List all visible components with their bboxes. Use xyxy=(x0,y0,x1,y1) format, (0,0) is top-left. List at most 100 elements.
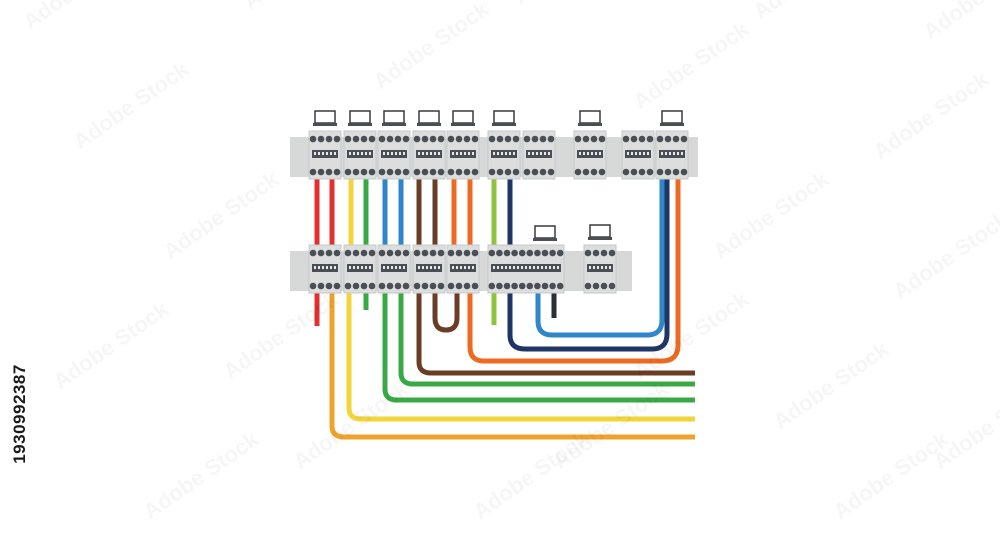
switch-band xyxy=(659,150,685,158)
breaker-bottom-2 xyxy=(343,244,377,294)
terminal-screw xyxy=(488,135,496,143)
switch-tooth xyxy=(472,266,474,269)
breaker-top-5 xyxy=(446,110,480,180)
switch-tooth xyxy=(669,152,671,155)
terminal-screw xyxy=(541,282,549,290)
label-tag-clip xyxy=(533,238,557,241)
terminal-screw xyxy=(518,282,526,290)
terminal-screw xyxy=(590,135,598,143)
terminal-screw xyxy=(547,168,555,176)
terminal-screw xyxy=(664,135,672,143)
switch-tooth xyxy=(399,266,401,269)
terminal-screw xyxy=(512,168,520,176)
switch-band xyxy=(381,264,407,272)
switch-tooth xyxy=(403,266,405,269)
terminal-screw xyxy=(394,282,402,290)
terminal-screw xyxy=(526,282,534,290)
watermark-text: Adobe Stock xyxy=(139,426,264,524)
terminal-screw xyxy=(496,135,504,143)
terminal-screw xyxy=(309,168,317,176)
terminal-screw xyxy=(360,135,368,143)
switch-tooth xyxy=(509,266,511,269)
breaker-top-10 xyxy=(655,110,689,180)
switch-tooth xyxy=(353,152,355,155)
switch-tooth xyxy=(418,152,420,155)
terminal-screw xyxy=(534,249,541,257)
switch-band xyxy=(347,264,373,272)
switch-tooth xyxy=(545,266,547,269)
terminal-screw xyxy=(455,135,463,143)
label-tag-icon xyxy=(661,110,683,124)
terminal-screw xyxy=(496,168,504,176)
terminal-screw xyxy=(437,135,445,143)
switch-tooth xyxy=(464,266,466,269)
switch-tooth xyxy=(681,152,683,155)
terminal-screw xyxy=(333,249,341,257)
terminal-screw xyxy=(386,282,394,290)
wire-brown-loop xyxy=(432,290,460,333)
watermark-text: Adobe Stock xyxy=(709,166,834,264)
switch-band xyxy=(450,264,476,272)
switch-tooth xyxy=(647,152,649,155)
switch-tooth xyxy=(493,152,495,155)
switch-tooth xyxy=(468,152,470,155)
switch-band xyxy=(587,264,613,272)
switch-tooth xyxy=(387,152,389,155)
terminal-screw xyxy=(413,168,421,176)
switch-tooth xyxy=(635,152,637,155)
switch-tooth xyxy=(472,152,474,155)
terminal-screw xyxy=(325,135,333,143)
watermark-text: Adobe Stock xyxy=(919,0,1000,44)
breaker-top-4 xyxy=(412,110,446,180)
terminal-screw xyxy=(378,249,386,257)
switch-tooth xyxy=(318,266,320,269)
terminal-screw xyxy=(463,135,471,143)
switch-tooth xyxy=(501,266,503,269)
terminal-screw xyxy=(352,249,360,257)
terminal-screw xyxy=(333,135,341,143)
label-tag-clip xyxy=(660,123,684,126)
terminal-screw xyxy=(608,282,616,290)
label-tag-icon xyxy=(534,225,556,239)
switch-tooth xyxy=(532,152,534,155)
switch-tooth xyxy=(505,152,507,155)
switch-tooth xyxy=(438,266,440,269)
terminal-screw xyxy=(394,249,402,257)
switch-tooth xyxy=(326,266,328,269)
watermark-text: Adobe Stock xyxy=(509,0,634,9)
terminal-screw xyxy=(402,249,410,257)
terminal-screw xyxy=(378,168,386,176)
terminal-screw xyxy=(463,282,471,290)
switch-tooth xyxy=(521,266,523,269)
terminal-screw xyxy=(638,168,646,176)
switch-tooth xyxy=(434,266,436,269)
terminal-screw xyxy=(488,282,496,290)
switch-tooth xyxy=(553,266,555,269)
switch-tooth xyxy=(334,152,336,155)
breaker-top-1 xyxy=(308,110,342,180)
switch-tooth xyxy=(517,266,519,269)
switch-tooth xyxy=(673,152,675,155)
switch-tooth xyxy=(544,152,546,155)
switch-tooth xyxy=(452,266,454,269)
switch-tooth xyxy=(403,152,405,155)
switch-tooth xyxy=(399,152,401,155)
terminal-screw xyxy=(638,135,646,143)
terminal-screw xyxy=(402,168,410,176)
terminal-screw xyxy=(317,249,325,257)
switch-band xyxy=(450,150,476,158)
switch-tooth xyxy=(468,266,470,269)
switch-band xyxy=(577,150,603,158)
switch-tooth xyxy=(464,152,466,155)
switch-tooth xyxy=(579,152,581,155)
switch-tooth xyxy=(665,152,667,155)
switch-tooth xyxy=(430,152,432,155)
switch-tooth xyxy=(452,152,454,155)
switch-tooth xyxy=(357,266,359,269)
breaker-bottom-3 xyxy=(377,244,411,294)
terminal-screw xyxy=(511,249,518,257)
terminal-screw xyxy=(504,135,512,143)
terminal-screw xyxy=(447,135,455,143)
